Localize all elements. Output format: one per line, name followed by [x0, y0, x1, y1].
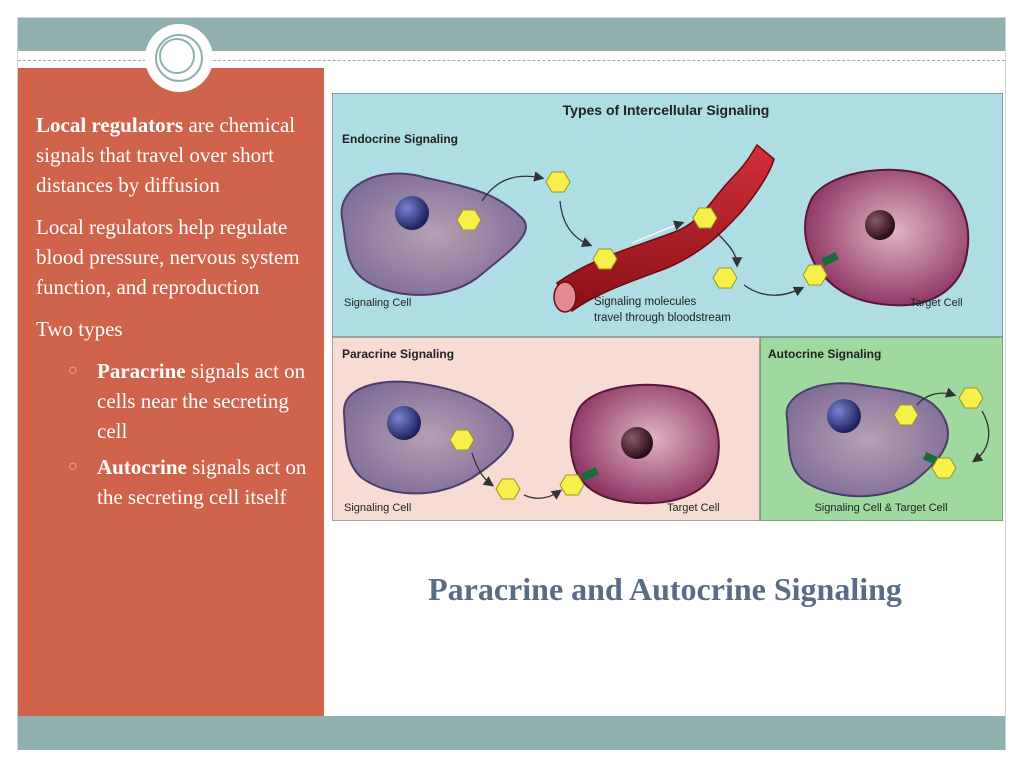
term-autocrine: Autocrine: [97, 455, 187, 479]
bound-molecule-icon: [559, 474, 585, 496]
ornament-inner-ring: [159, 38, 195, 74]
autocrine-arrow-2: [971, 410, 990, 463]
paracrine-cell-nucleus: [387, 406, 421, 440]
endocrine-arrow-4: [743, 284, 805, 297]
receptor: [581, 466, 599, 482]
signaling-molecule-icon: [449, 429, 475, 451]
endocrine-signaling-cell: [340, 172, 527, 296]
list-item-autocrine: ○ Autocrine signals act on the secreting …: [60, 452, 318, 512]
paracrine-signaling-cell: [342, 380, 514, 495]
definition-text: are chemical signals that travel over sh…: [36, 113, 296, 197]
autocrine-heading: Autocrine Signaling: [768, 347, 881, 361]
paracrine-target-cell-label: Target Cell: [667, 502, 720, 514]
bound-molecule-icon: [931, 457, 957, 479]
bottom-band: [18, 716, 1005, 750]
signaling-diagram: Types of Intercellular Signaling Endocri…: [332, 93, 1003, 521]
endocrine-arrow-1: [481, 171, 545, 202]
ornament-outer-ring: [155, 34, 203, 82]
autocrine-cell-label: Signaling Cell & Target Cell: [814, 502, 947, 514]
endocrine-heading: Endocrine Signaling: [342, 132, 458, 146]
bullet-circle-icon: ○: [68, 458, 78, 475]
autocrine-arrow-1: [916, 387, 957, 406]
signaling-cell-nucleus: [395, 196, 429, 230]
endocrine-arrow-2: [559, 200, 593, 248]
header-divider: [18, 60, 1005, 61]
endocrine-arrow-3: [716, 232, 743, 268]
paracrine-arrow-2: [523, 489, 563, 500]
content-sidebar: [18, 68, 324, 716]
endocrine-target-cell-label: Target Cell: [910, 297, 963, 309]
diagram-title: Types of Intercellular Signaling: [563, 102, 770, 118]
bloodstream-arrow: [631, 220, 685, 244]
paracrine-description: signals act on cells near the secreting …: [97, 359, 306, 443]
types-list: ○ Paracrine signals act on cells near the…: [36, 356, 318, 512]
receptor: [821, 251, 839, 267]
signaling-molecule-icon: [712, 267, 738, 289]
paragraph-two-types: Two types: [36, 317, 123, 341]
paracrine-target-nucleus: [621, 427, 653, 459]
paragraph-local-regulators: Local regulators are chemical signals th…: [36, 110, 318, 200]
term-local-regulators: Local regulators: [36, 113, 184, 137]
sidebar-text: Local regulators are chemical signals th…: [36, 110, 318, 518]
molecules-caption-line2: travel through bloodstream: [594, 312, 731, 324]
slide-title: Paracrine and Autocrine Signaling: [428, 571, 902, 607]
paracrine-heading: Paracrine Signaling: [342, 347, 454, 361]
endocrine-signaling-cell-label: Signaling Cell: [344, 297, 411, 309]
signaling-molecule-icon: [958, 387, 984, 409]
autocrine-cell-nucleus: [827, 399, 861, 433]
bound-molecule-icon: [802, 264, 828, 286]
signaling-molecule-icon: [456, 209, 482, 231]
circle-ornament-icon: [145, 24, 213, 92]
signaling-molecule-icon: [592, 248, 618, 270]
vessel-opening: [553, 281, 577, 313]
term-paracrine: Paracrine: [97, 359, 186, 383]
molecules-caption-line1: Signaling molecules: [594, 296, 697, 308]
paracrine-signaling-cell-label: Signaling Cell: [344, 502, 411, 514]
target-cell-nucleus: [865, 210, 895, 240]
signaling-molecule-icon: [545, 171, 571, 193]
autocrine-description: signals act on the secreting cell itself: [97, 455, 307, 509]
list-item-paracrine: ○ Paracrine signals act on cells near the…: [60, 356, 318, 446]
signaling-molecule-icon: [495, 478, 521, 500]
paragraph-functions: Local regulators help regulate blood pre…: [36, 215, 300, 299]
signaling-molecule-icon: [893, 404, 919, 426]
signaling-molecule-icon: [692, 207, 718, 229]
bullet-circle-icon: ○: [68, 362, 78, 379]
paracrine-arrow-1: [471, 452, 495, 487]
